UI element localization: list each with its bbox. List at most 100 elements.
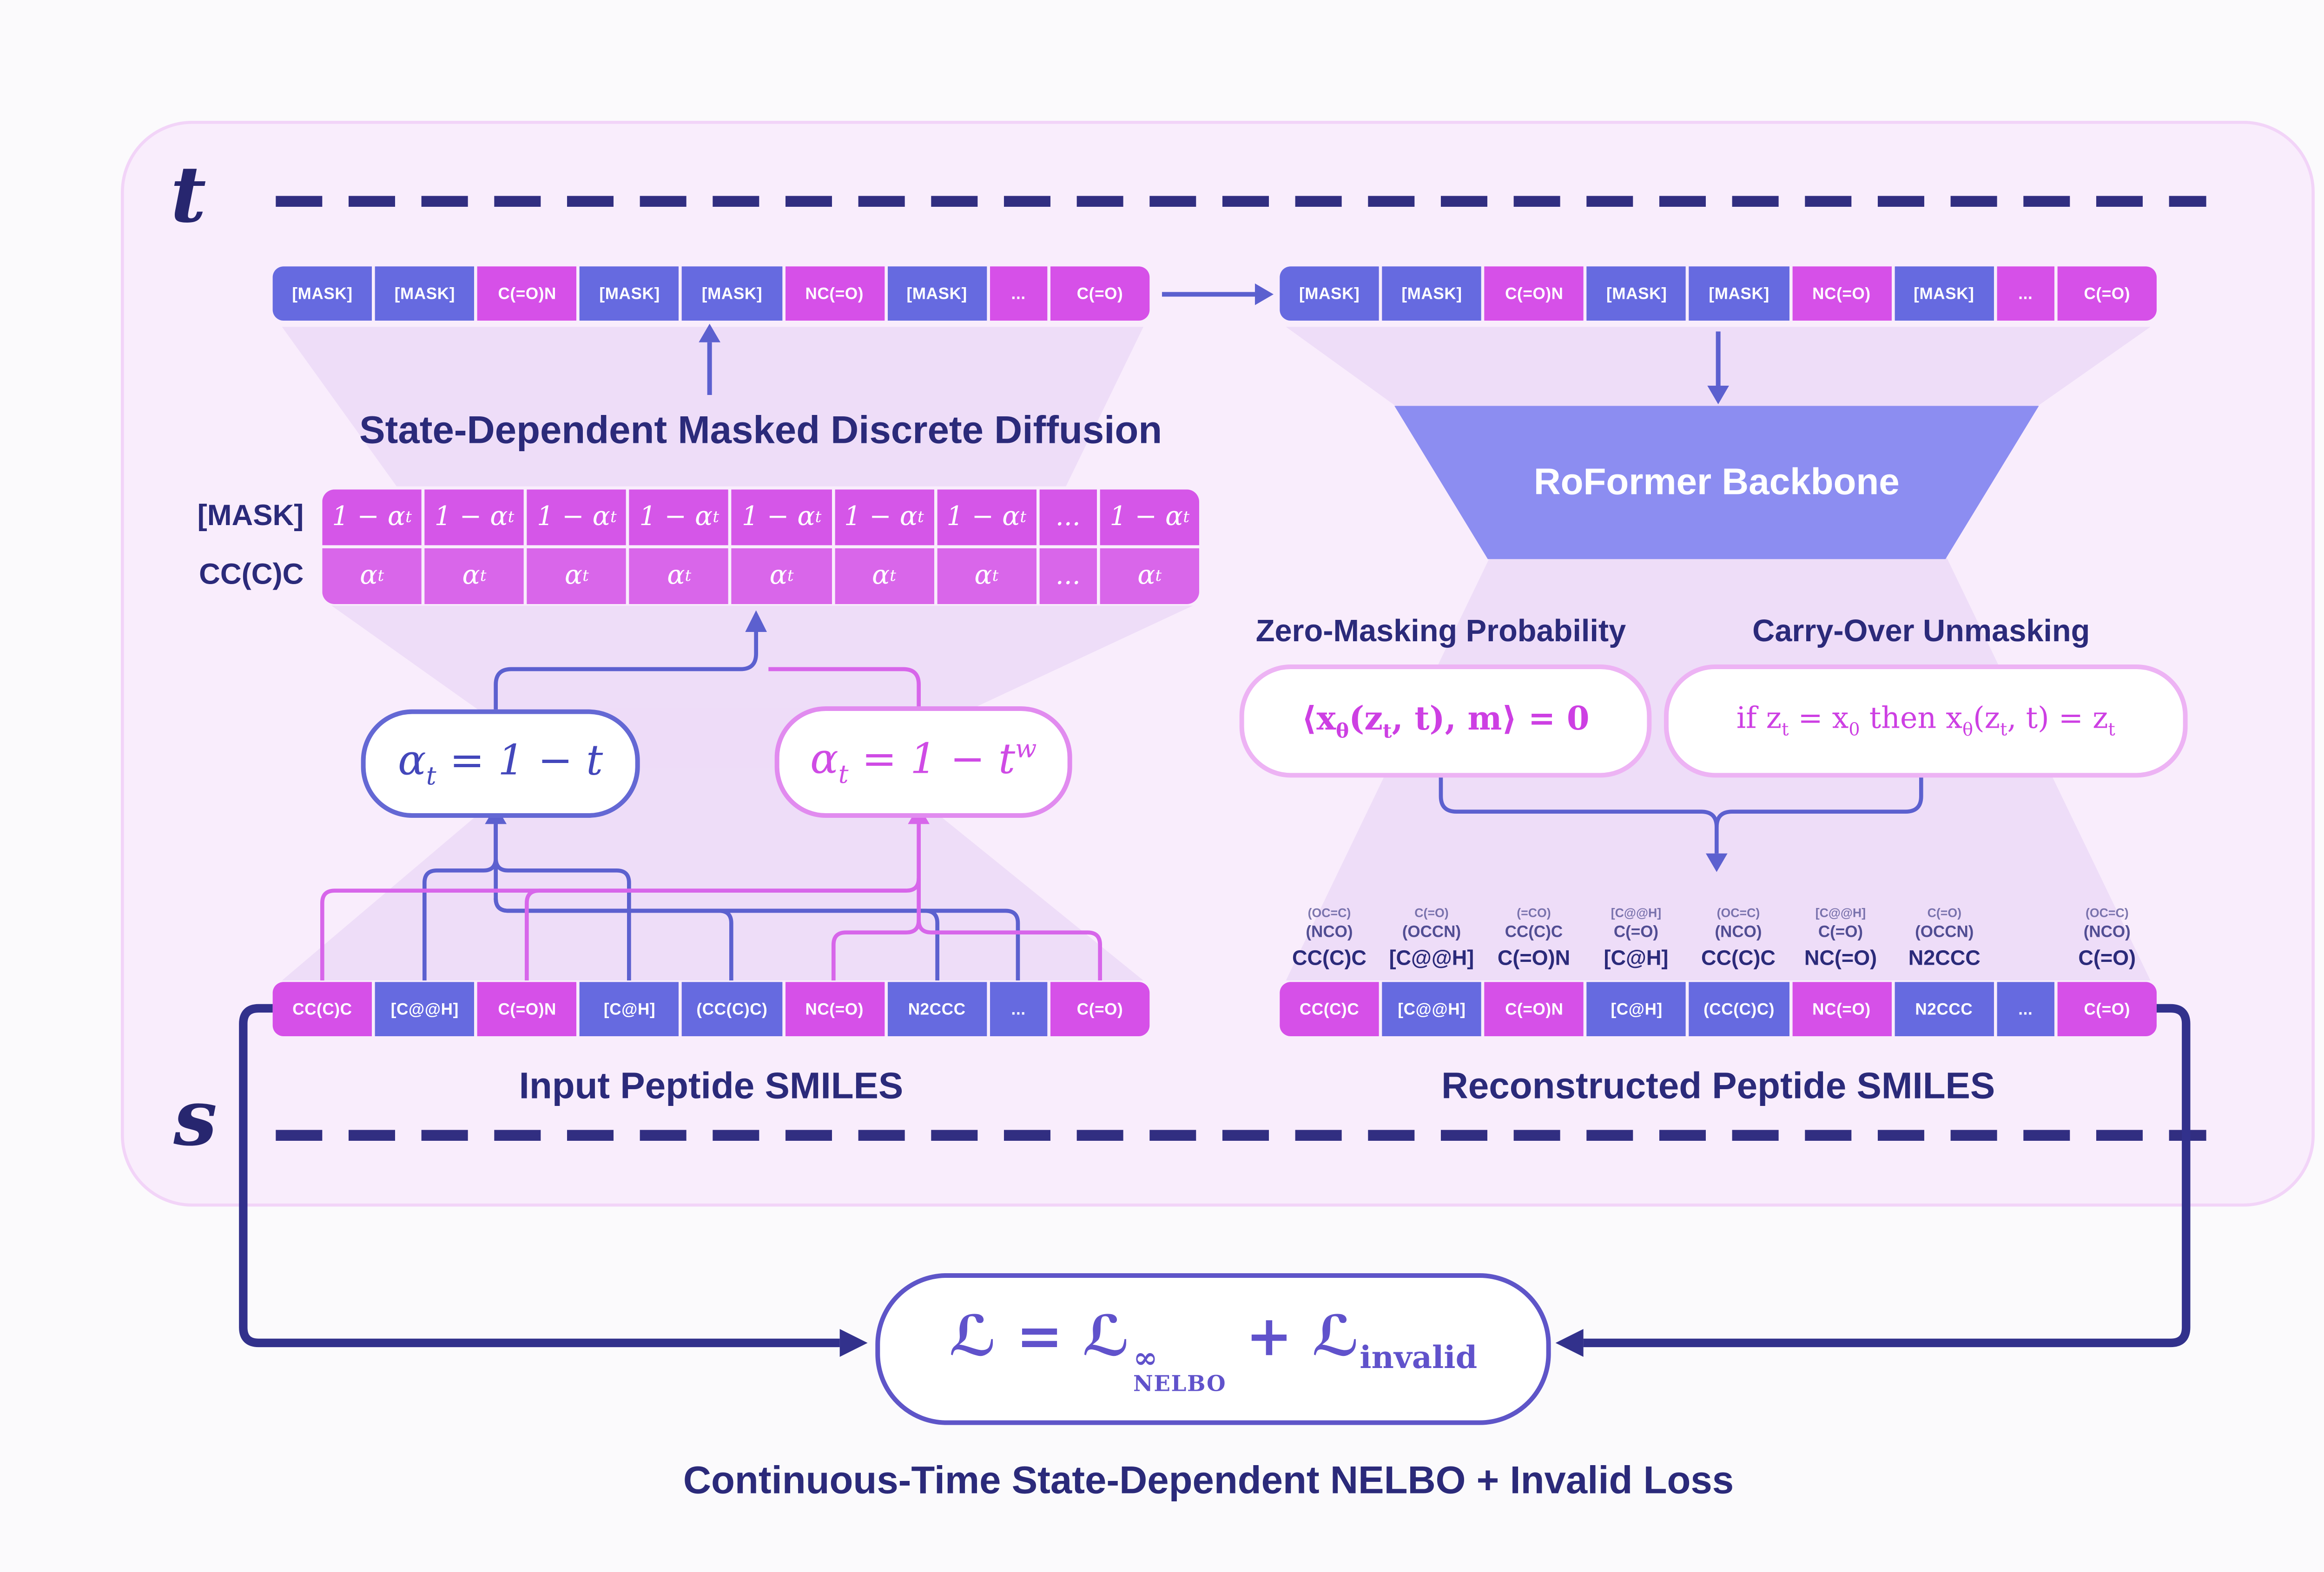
token: NC(=O) xyxy=(1792,982,1891,1036)
prediction-stack: (OC=C)(NCO)CC(C)C xyxy=(1292,906,1367,970)
input-token-row: CC(C)C [C@@H] C(=O)N [C@H] (CC(C)C) NC(=… xyxy=(272,982,1150,1036)
token: [C@H] xyxy=(580,982,680,1036)
input-caption: Input Peptide SMILES xyxy=(519,1066,904,1108)
prediction-stack: [C@@H]C(=O)[C@H] xyxy=(1604,906,1669,970)
zero-masking-formula: ⟨xθ(zt, t), m⟩ = 0 xyxy=(1239,664,1652,778)
alpha-linear-formula: αt = 1 − t xyxy=(361,709,640,818)
token-ellipsis: ... xyxy=(990,982,1048,1036)
token: [MASK] xyxy=(580,266,680,321)
token: [MASK] xyxy=(1689,266,1789,321)
loss-formula-box: ℒ = ℒ∞NELBO + ℒinvalid xyxy=(875,1273,1551,1425)
time-axis-label: t xyxy=(170,148,206,240)
token: [MASK] xyxy=(375,266,475,321)
token-ellipsis: ... xyxy=(990,266,1048,321)
prediction-stack: C(=O)(OCCN)[C@@H] xyxy=(1389,906,1474,970)
token: [C@@H] xyxy=(375,982,475,1036)
token: C(=O)N xyxy=(1485,982,1584,1036)
roformer-backbone: RoFormer Backbone xyxy=(1394,406,2039,559)
zero-masking-title: Zero-Masking Probability xyxy=(1255,615,1626,649)
token: (CC(C)C) xyxy=(1689,982,1789,1036)
token: NC(=O) xyxy=(1792,266,1891,321)
noised-token-row-right: [MASK] [MASK] C(=O)N [MASK] [MASK] NC(=O… xyxy=(1280,266,2157,321)
constraints-merge-arrow xyxy=(1439,768,1923,872)
alpha-table-row-label-token: CC(C)C xyxy=(199,559,304,592)
s-axis-label: s xyxy=(173,1072,218,1164)
token: [C@H] xyxy=(1587,982,1687,1036)
carry-over-formula: if zt = x0 then xθ(zt, t) = zt xyxy=(1664,664,2188,778)
diffusion-up-arrow xyxy=(699,323,720,395)
row-to-backbone-arrow xyxy=(1707,331,1729,404)
token: [MASK] xyxy=(1587,266,1687,321)
table-cell-ellipsis: ... xyxy=(1039,489,1097,546)
token: [C@@H] xyxy=(1382,982,1482,1036)
diffusion-title: State-Dependent Masked Discrete Diffusio… xyxy=(359,408,1162,453)
formula-text: αt = 1 − t xyxy=(398,737,603,790)
token: CC(C)C xyxy=(1280,982,1380,1036)
loss-formula: ℒ = ℒ∞NELBO + ℒinvalid xyxy=(949,1303,1478,1396)
alpha-power-formula: αt = 1 − tw xyxy=(774,706,1072,818)
alpha-merge-arrow xyxy=(494,610,921,710)
carry-over-title: Carry-Over Unmasking xyxy=(1752,615,2090,649)
input-to-loss-arrow xyxy=(239,1004,868,1357)
token: C(=O) xyxy=(2057,982,2157,1036)
token-ellipsis: ... xyxy=(1996,266,2054,321)
token: C(=O) xyxy=(1050,266,1150,321)
reconstructed-caption: Reconstructed Peptide SMILES xyxy=(1441,1066,1995,1108)
token: [MASK] xyxy=(887,266,987,321)
prediction-stack: (OC=C)(NCO)C(=O) xyxy=(2078,906,2136,970)
formula-text: ⟨xθ(zt, t), m⟩ = 0 xyxy=(1301,699,1590,743)
table-cell-ellipsis: ... xyxy=(1039,548,1097,604)
token: C(=O)N xyxy=(477,982,577,1036)
token: C(=O) xyxy=(2057,266,2157,321)
formula-text: if zt = x0 then xθ(zt, t) = zt xyxy=(1736,702,2115,740)
noised-row-transfer-arrow xyxy=(1162,283,1274,305)
token-ellipsis: ... xyxy=(1996,982,2054,1036)
noised-token-row-left: [MASK] [MASK] C(=O)N [MASK] [MASK] NC(=O… xyxy=(272,266,1150,321)
token: C(=O)N xyxy=(477,266,577,321)
token: N2CCC xyxy=(887,982,987,1036)
backbone-label: RoFormer Backbone xyxy=(1533,460,1900,503)
token: NC(=O) xyxy=(785,982,885,1036)
formula-text: αt = 1 − tw xyxy=(810,734,1037,789)
token: N2CCC xyxy=(1894,982,1994,1036)
token: [MASK] xyxy=(1280,266,1380,321)
token: [MASK] xyxy=(1382,266,1482,321)
token: C(=O) xyxy=(1050,982,1150,1036)
reconstructed-token-row: CC(C)C [C@@H] C(=O)N [C@H] (CC(C)C) NC(=… xyxy=(1280,982,2157,1036)
input-to-power-alpha-connectors xyxy=(320,805,1102,980)
token: (CC(C)C) xyxy=(682,982,782,1036)
token: CC(C)C xyxy=(272,982,372,1036)
token: C(=O)N xyxy=(1485,266,1584,321)
prediction-stack: C(=O)(OCCN)N2CCC xyxy=(1908,906,1981,970)
loss-caption: Continuous-Time State-Dependent NELBO + … xyxy=(683,1459,1734,1503)
alpha-table-row-label-mask: [MASK] xyxy=(197,500,304,533)
token: [MASK] xyxy=(272,266,372,321)
prediction-stack: [C@@H]C(=O)NC(=O) xyxy=(1804,906,1877,970)
reconstructed-to-loss-arrow xyxy=(1555,1004,2191,1357)
token: NC(=O) xyxy=(785,266,885,321)
input-to-linear-alpha-connectors xyxy=(422,805,1020,980)
prediction-stack: (OC=C)(NCO)CC(C)C xyxy=(1701,906,1776,970)
token: [MASK] xyxy=(682,266,782,321)
funnel-shapes xyxy=(282,327,2151,980)
